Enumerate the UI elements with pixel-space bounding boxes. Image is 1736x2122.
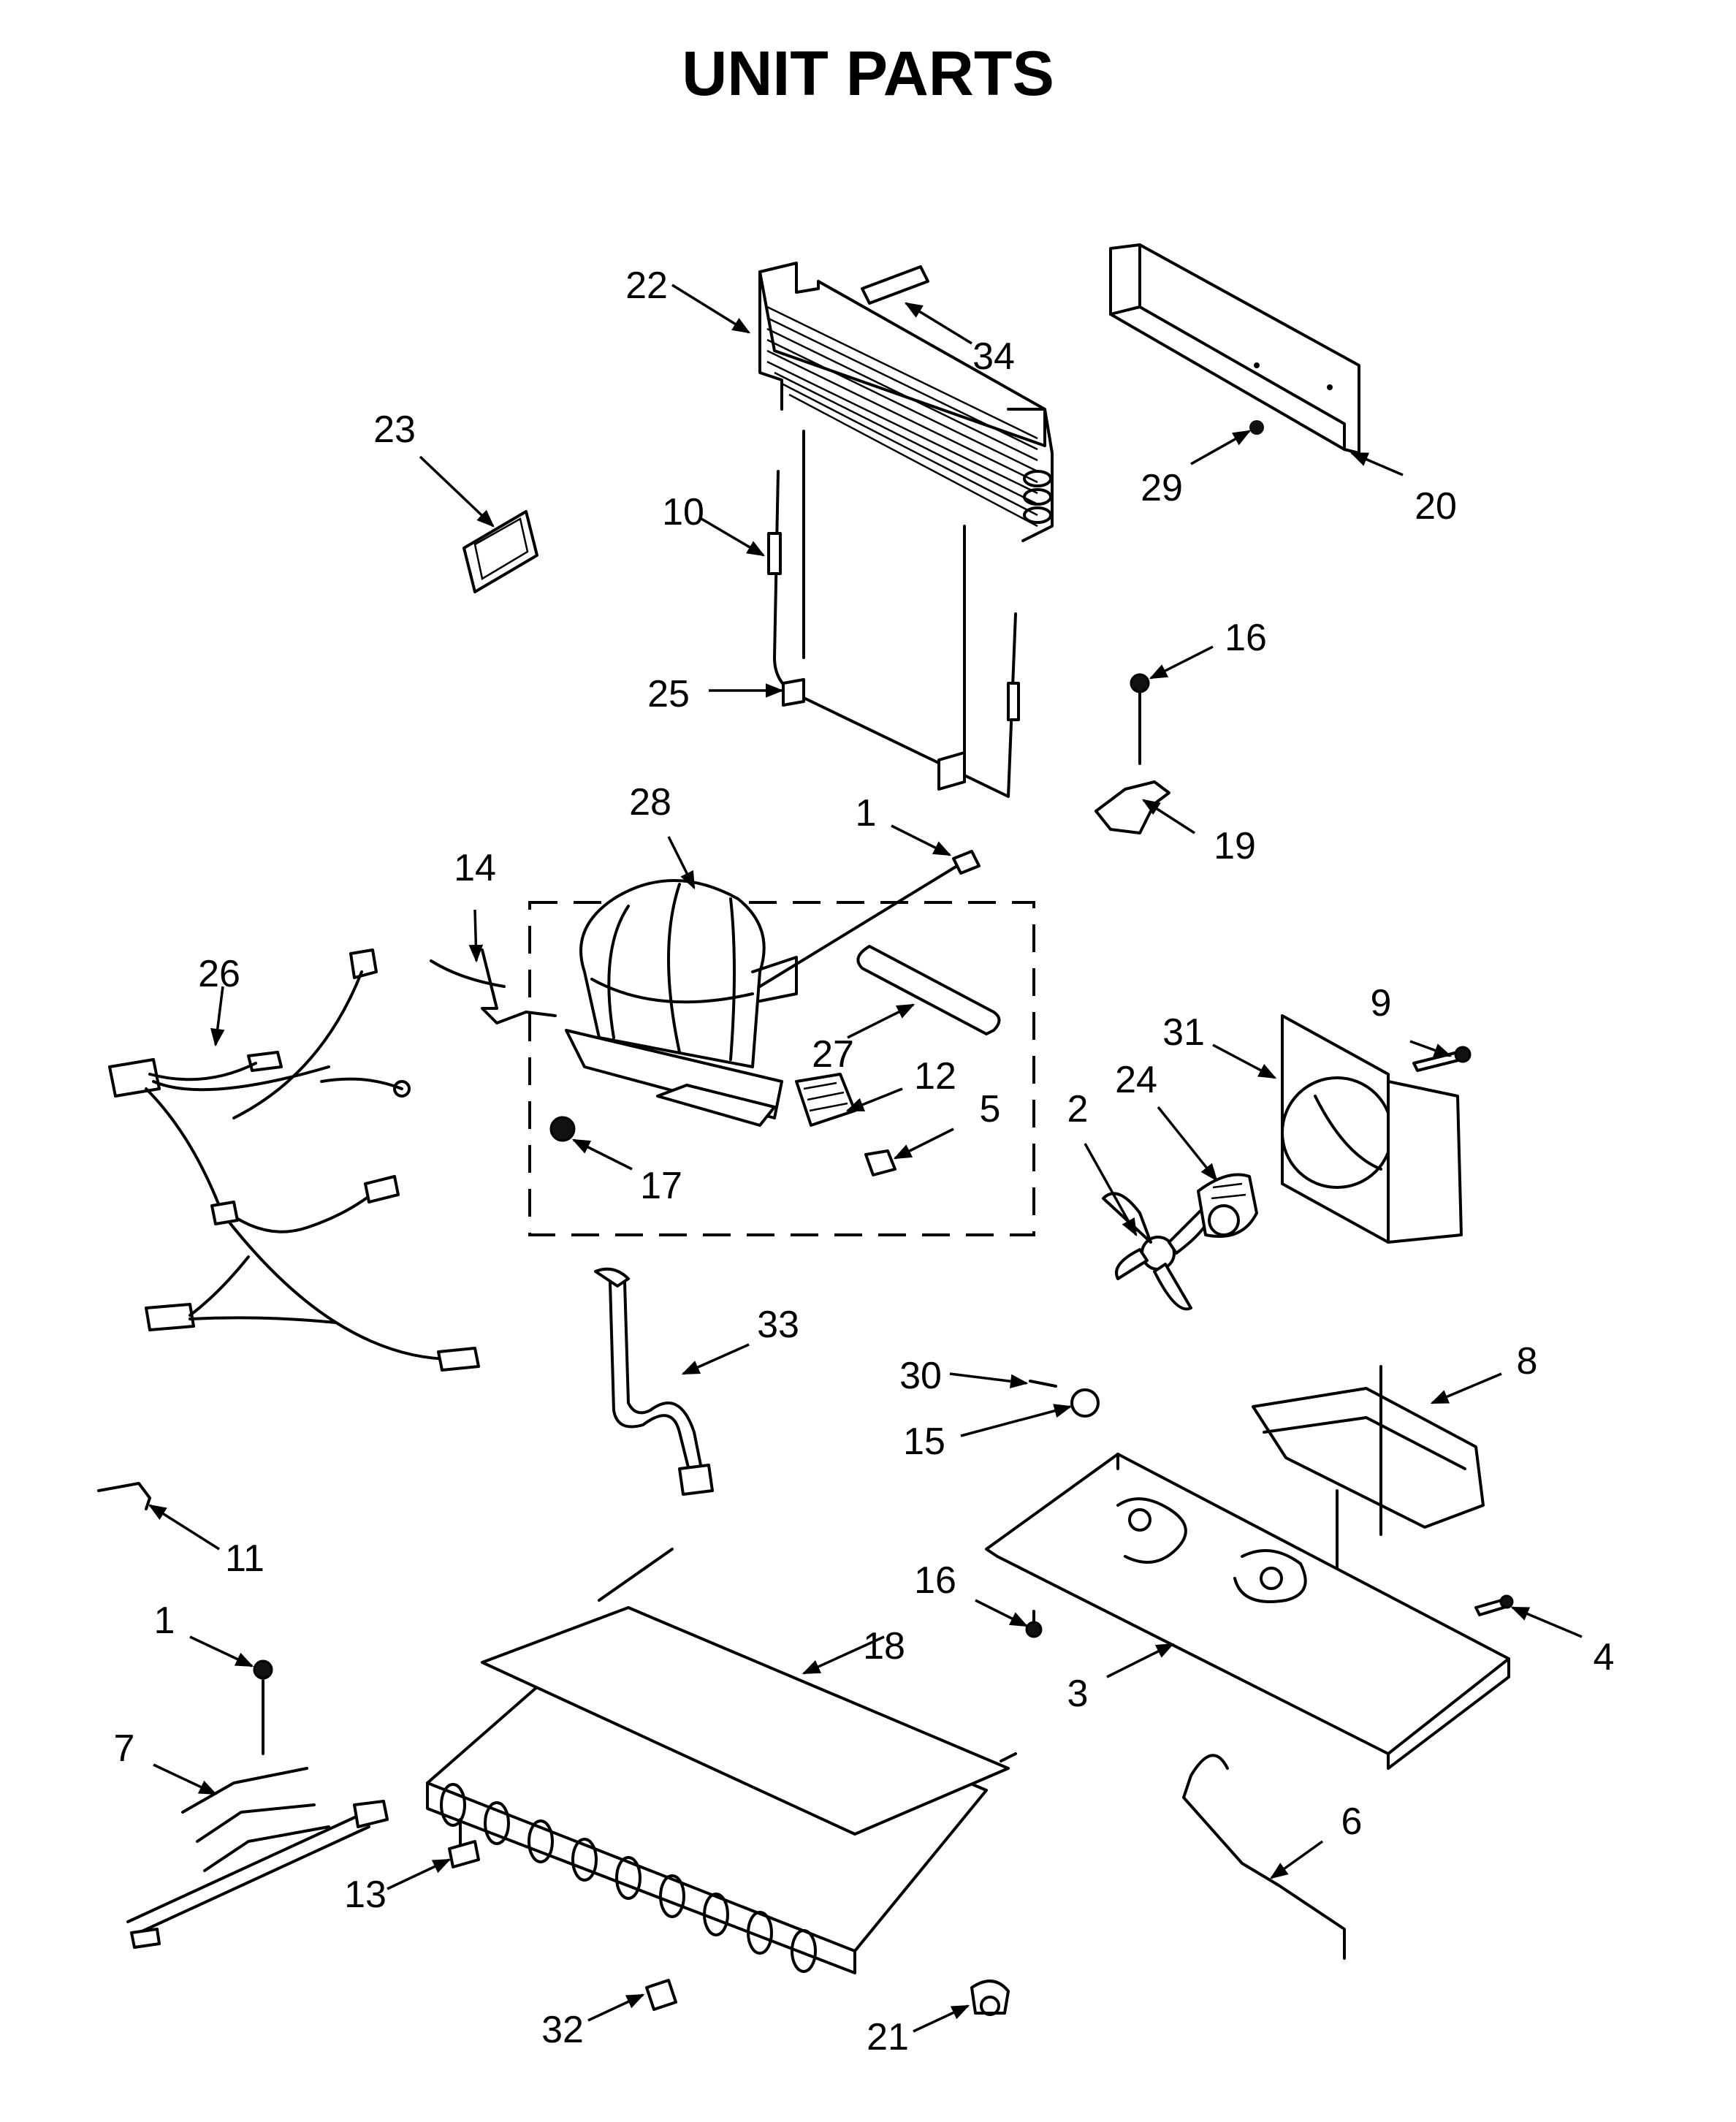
callout-9: 9 — [1371, 982, 1392, 1024]
screw-part-29 — [1249, 420, 1264, 435]
relay-part-12 — [795, 1073, 856, 1127]
callout-labels: 22 34 23 10 29 20 16 25 19 1 28 14 26 27… — [114, 265, 1615, 2058]
plug-part-32 — [645, 1979, 677, 2011]
callout-18: 18 — [863, 1625, 905, 1667]
drier-part-27 — [856, 945, 1001, 1035]
screw-part-9 — [1412, 1046, 1472, 1072]
wire-harness-part-26 — [108, 948, 480, 1372]
clip-part-13 — [448, 1840, 480, 1868]
callout-21: 21 — [867, 2016, 909, 2058]
callout-14: 14 — [454, 847, 496, 889]
callout-23: 23 — [373, 408, 416, 451]
overload-part-5 — [864, 1149, 896, 1176]
bracket-part-19 — [1094, 673, 1170, 834]
clip-part-11 — [97, 1482, 151, 1510]
drain-tube-part-33 — [594, 1267, 714, 1496]
callout-1a: 1 — [856, 792, 877, 834]
callout-3: 3 — [1067, 1673, 1089, 1715]
condenser-part-22 — [758, 262, 1054, 776]
label-part-34 — [861, 265, 929, 305]
callout-12: 12 — [914, 1055, 956, 1098]
callout-10: 10 — [662, 491, 704, 533]
callout-33: 33 — [757, 1304, 799, 1346]
screw-part-16-lower — [1025, 1610, 1043, 1638]
filter-part-23 — [462, 510, 538, 593]
callout-8: 8 — [1517, 1340, 1538, 1383]
callout-20: 20 — [1415, 485, 1457, 528]
callout-16b: 16 — [914, 1559, 956, 1602]
screw-part-4 — [1474, 1594, 1514, 1616]
evaporator-part-18 — [426, 1548, 1017, 1974]
callout-25: 25 — [647, 673, 690, 715]
callout-4: 4 — [1594, 1636, 1615, 1678]
fan-blade-part-2 — [1102, 1192, 1211, 1311]
callout-11: 11 — [225, 1537, 264, 1580]
screw-part-1-lower — [253, 1659, 273, 1755]
cover-part-20 — [1109, 243, 1360, 455]
base-bracket-part-8 — [1252, 1365, 1485, 1667]
callout-32: 32 — [541, 2009, 584, 2051]
screw-part-1-top — [758, 850, 981, 988]
callout-1b: 1 — [154, 1600, 175, 1642]
callout-13: 13 — [344, 1874, 387, 1916]
callout-19: 19 — [1214, 825, 1256, 867]
heater-part-7 — [126, 1767, 389, 1949]
compressor-kit-box-part-28 — [528, 901, 1035, 1236]
callout-15: 15 — [903, 1421, 945, 1463]
leader-lines — [148, 284, 1583, 2033]
fan-motor-part-24 — [1197, 1173, 1258, 1238]
tubing-part-10-25 — [767, 470, 1020, 798]
callout-5: 5 — [980, 1088, 1001, 1130]
base-plate-part-3 — [985, 1453, 1510, 1770]
fan-shroud-part-31 — [1281, 1014, 1463, 1244]
screw-part-30 — [1029, 1380, 1057, 1388]
callout-7: 7 — [114, 1727, 135, 1770]
callout-27: 27 — [812, 1033, 854, 1076]
callout-34: 34 — [972, 335, 1015, 378]
callout-30: 30 — [899, 1355, 942, 1397]
callout-24: 24 — [1115, 1059, 1157, 1101]
callout-6: 6 — [1341, 1800, 1363, 1843]
grommet-part-15 — [1070, 1388, 1100, 1418]
page-title: UNIT PARTS — [682, 39, 1054, 109]
callout-16a: 16 — [1225, 617, 1267, 659]
tube-part-6 — [1182, 1754, 1346, 1960]
callout-29: 29 — [1141, 467, 1183, 509]
callout-31: 31 — [1162, 1011, 1205, 1054]
callout-26: 26 — [198, 953, 240, 995]
callout-17: 17 — [640, 1165, 682, 1207]
compressor — [430, 879, 798, 1142]
callout-2: 2 — [1067, 1088, 1089, 1130]
callout-22: 22 — [625, 265, 668, 307]
callout-28: 28 — [629, 781, 671, 824]
drain-trap-part-21 — [970, 1980, 1010, 2016]
